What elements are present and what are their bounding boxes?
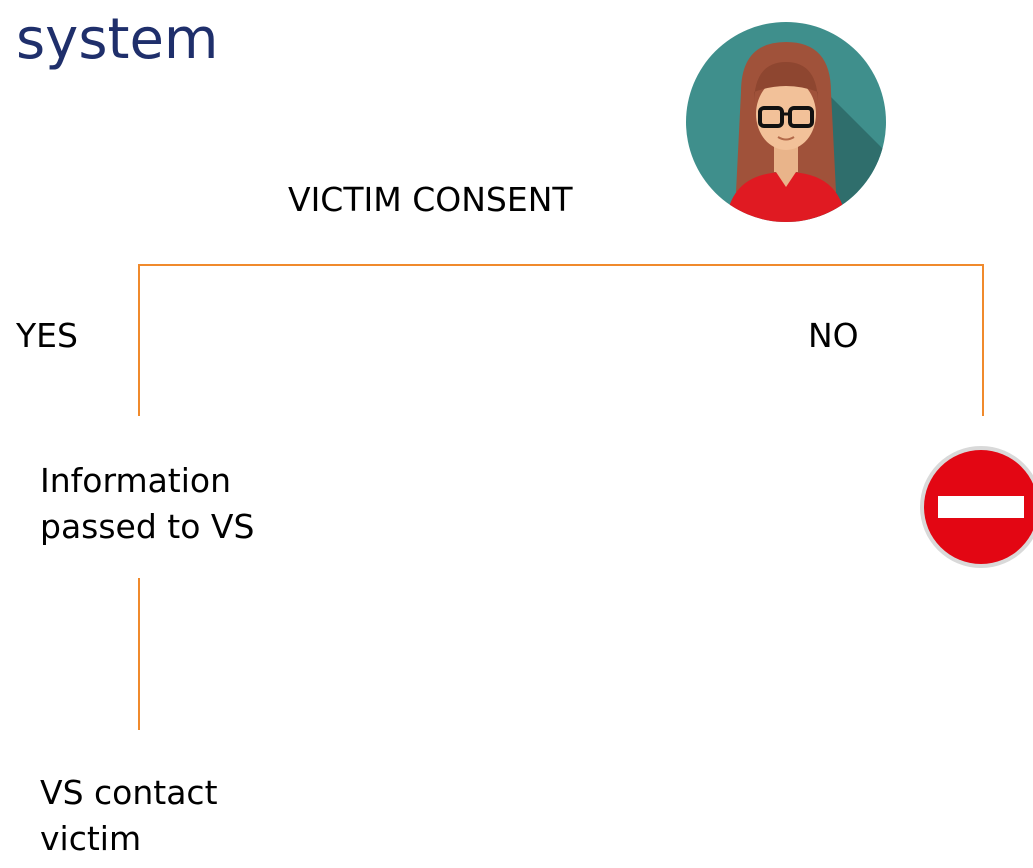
no-entry-sign-icon (918, 444, 1033, 570)
step-information-passed: Information passed to VS (40, 458, 254, 550)
step-vs-contact-line2: victim (40, 819, 142, 858)
connector-horizontal (138, 264, 984, 266)
woman-avatar-icon (686, 22, 886, 222)
step-vs-contact: VS contact victim (40, 770, 218, 862)
decision-label: VICTIM CONSENT (288, 180, 573, 219)
no-label: NO (808, 316, 859, 355)
step-information-passed-line1: Information (40, 461, 232, 500)
slide-title: system (16, 7, 219, 72)
step-vs-contact-line1: VS contact (40, 773, 218, 812)
connector-no-branch (982, 264, 984, 416)
step-information-passed-line2: passed to VS (40, 507, 255, 546)
connector-yes-branch (138, 264, 140, 416)
connector-to-contact (138, 578, 140, 730)
yes-label: YES (16, 316, 78, 355)
